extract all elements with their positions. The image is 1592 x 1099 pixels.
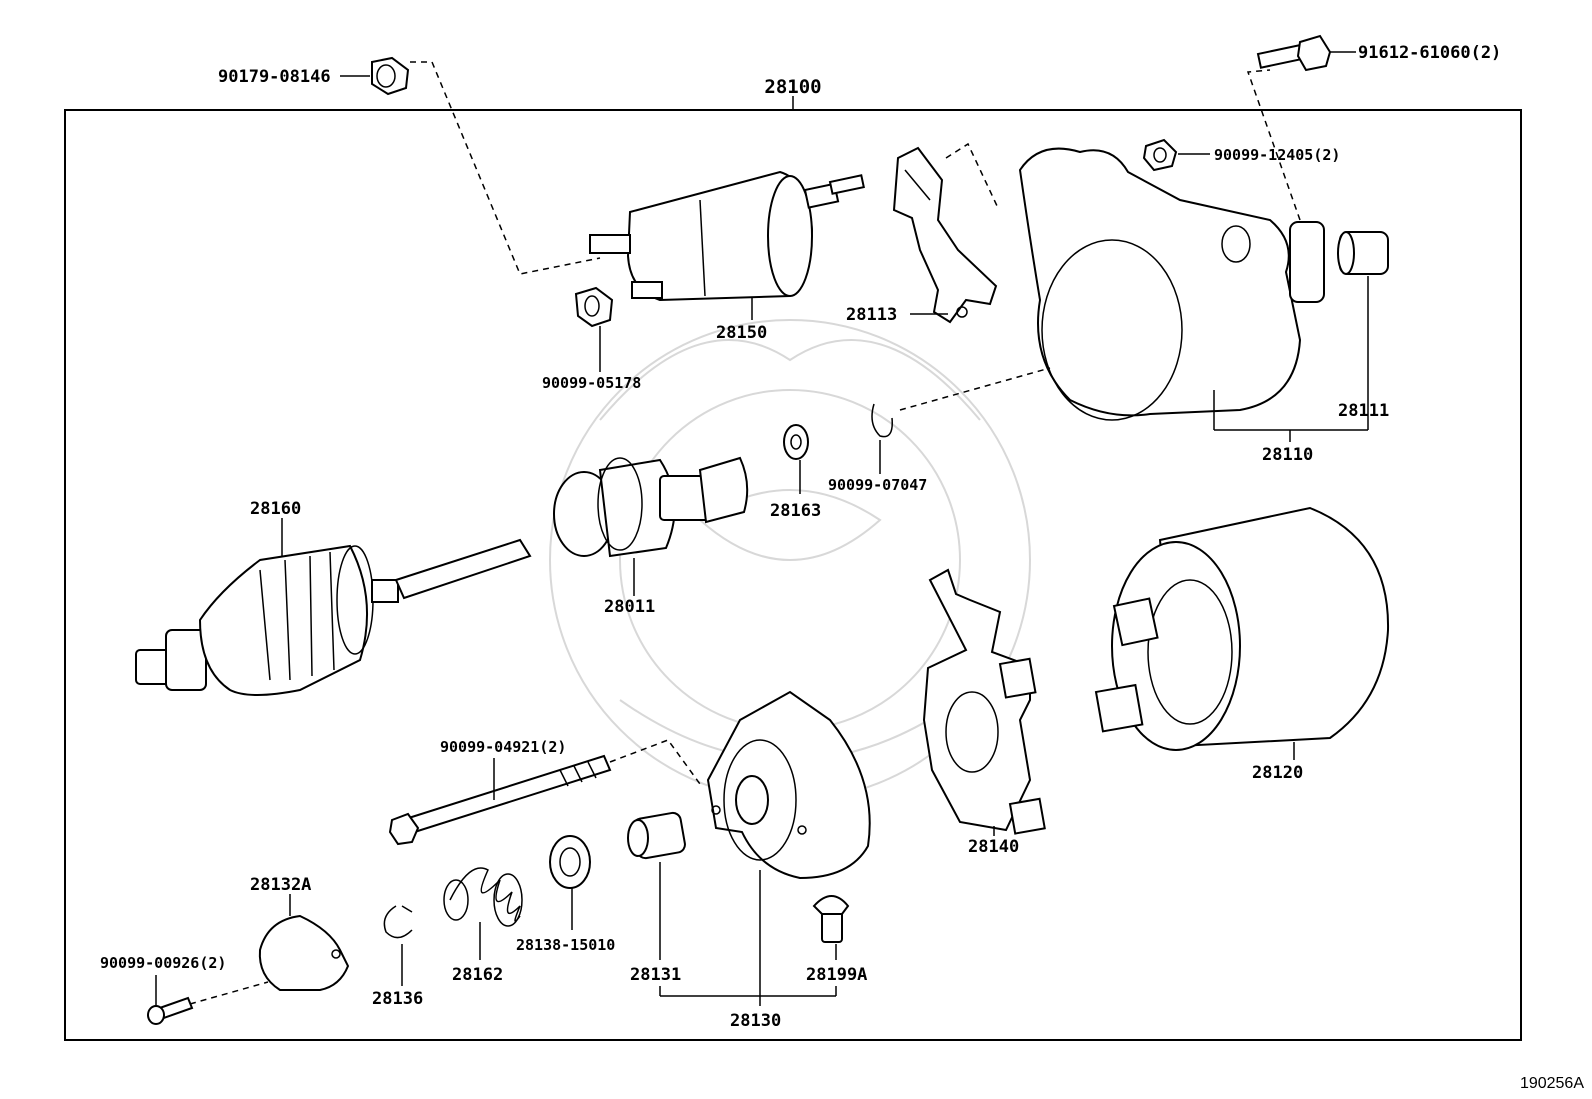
- callout-28120[interactable]: 28120: [1252, 763, 1303, 783]
- callout-28140[interactable]: 28140: [968, 837, 1019, 857]
- washer-28163[interactable]: [783, 424, 809, 460]
- snap-ring-28136[interactable]: [383, 905, 413, 939]
- callout-labels: 90179-08146 91612-61060(2) 90099-12405(2…: [100, 43, 1501, 1031]
- bolt-91612-61060[interactable]: [1256, 34, 1332, 72]
- callout-90099-04921[interactable]: 90099-04921(2): [440, 738, 566, 756]
- bushing-28131[interactable]: [627, 811, 686, 860]
- callout-90099-12405[interactable]: 90099-12405(2): [1214, 146, 1340, 164]
- callout-90099-05178[interactable]: 90099-05178: [542, 374, 641, 392]
- washer-28138-15010[interactable]: [549, 835, 591, 889]
- callout-28162[interactable]: 28162: [452, 965, 503, 985]
- snap-ring-90099-07047[interactable]: [871, 403, 893, 438]
- callout-90099-00926[interactable]: 90099-00926(2): [100, 954, 226, 972]
- callout-28163[interactable]: 28163: [770, 501, 821, 521]
- callout-90179-08146[interactable]: 90179-08146: [218, 67, 331, 87]
- grommet-28199A[interactable]: [812, 895, 850, 943]
- callout-28113[interactable]: 28113: [846, 305, 897, 325]
- callout-91612-61060[interactable]: 91612-61060(2): [1358, 43, 1501, 63]
- brush-lead-28113[interactable]: [892, 146, 998, 324]
- callout-28130[interactable]: 28130: [730, 1011, 781, 1031]
- callout-28138-15010[interactable]: 28138-15010: [516, 936, 615, 954]
- callout-28110[interactable]: 28110: [1262, 445, 1313, 465]
- nut-90179-08146[interactable]: [371, 56, 410, 96]
- bushing-28111[interactable]: [1337, 231, 1389, 275]
- brush-holder-28140[interactable]: [922, 568, 1046, 835]
- spring-28162[interactable]: [443, 867, 523, 927]
- cover-28132A[interactable]: [258, 914, 350, 991]
- screw-90099-00926[interactable]: [147, 996, 194, 1025]
- nut-90099-05178[interactable]: [574, 286, 614, 328]
- magnet-switch-28150[interactable]: [589, 170, 865, 302]
- callout-90099-07047[interactable]: 90099-07047: [828, 476, 927, 494]
- callout-28132A[interactable]: 28132A: [250, 875, 311, 895]
- callout-28160[interactable]: 28160: [250, 499, 301, 519]
- callout-28131[interactable]: 28131: [630, 965, 681, 985]
- commutator-end-frame-28110[interactable]: [1018, 147, 1325, 421]
- starter-clutch-28011[interactable]: [553, 456, 749, 558]
- callout-28150[interactable]: 28150: [716, 323, 767, 343]
- yoke-28120[interactable]: [1094, 506, 1390, 751]
- callout-28011[interactable]: 28011: [604, 597, 655, 617]
- callout-28136[interactable]: 28136: [372, 989, 423, 1009]
- end-housing-28130[interactable]: [706, 690, 871, 880]
- assembly-number-label: 28100: [764, 76, 821, 98]
- nut-90099-12405[interactable]: [1142, 138, 1178, 172]
- callout-28199A[interactable]: 28199A: [806, 965, 867, 985]
- callout-28111[interactable]: 28111: [1338, 401, 1389, 421]
- through-bolt-90099-04921[interactable]: [388, 754, 612, 846]
- figure-id: 190256A: [1520, 1075, 1584, 1092]
- armature-28160[interactable]: [135, 538, 532, 696]
